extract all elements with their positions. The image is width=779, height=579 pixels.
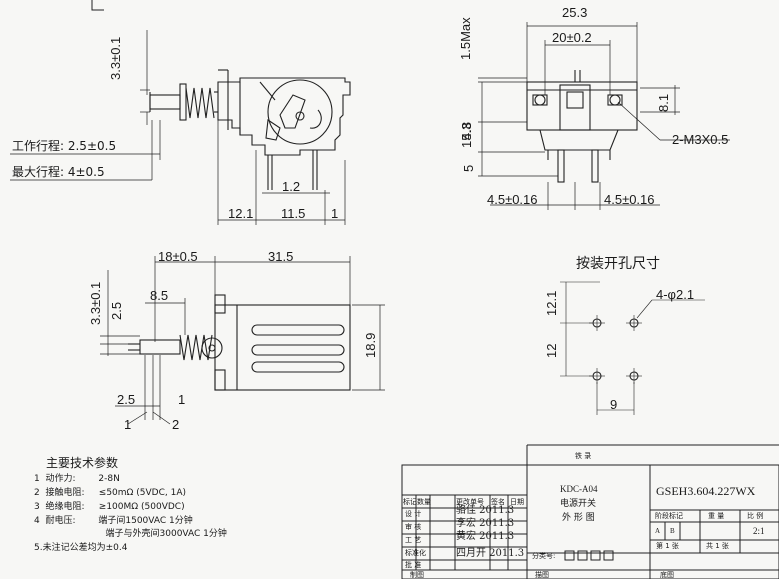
dim-8-1: 8.1	[656, 93, 671, 112]
dim-1-bottom: 1	[178, 392, 186, 407]
dim-12-1: 12.1	[228, 206, 254, 221]
header-qty: 数量	[417, 498, 431, 506]
stage-a: A	[655, 527, 661, 535]
part-no-label: 分类号:	[532, 552, 556, 560]
side-view	[10, 30, 351, 225]
model-number: KDC-A04	[560, 484, 598, 494]
dim-1: 1	[331, 206, 339, 221]
top-view	[100, 256, 385, 425]
header-sign: 签名	[491, 498, 505, 506]
dim-12-holes: 12	[544, 343, 559, 358]
front-view	[478, 22, 730, 210]
header-date: 日期	[510, 498, 524, 506]
dim-31-5: 31.5	[268, 249, 294, 264]
signature-review: 李宏 2011.3	[456, 518, 515, 529]
role-process: 工 艺	[405, 536, 422, 544]
dim-25-3: 25.3	[562, 5, 588, 20]
role-review: 审 核	[405, 523, 422, 531]
copy-label: 制图	[410, 571, 424, 579]
spec-line: 1 动作力: 2-8N	[34, 474, 120, 484]
specs-title: 主要技术参数	[46, 456, 119, 470]
scale-value: 2:1	[753, 526, 765, 536]
ledger-label: 铁 录	[575, 452, 592, 460]
dim-12-1-holes: 12.1	[544, 290, 559, 316]
signature-approve: 四月开 2011.3	[456, 548, 525, 559]
draw-label: 描图	[535, 571, 549, 579]
header-change: 更改单号	[456, 498, 484, 506]
spec-line: 4 耐电压: 端子间1500VAC 1分钟	[34, 516, 193, 526]
spec-line: 3 绝缘电阻: ≥100MΩ (500VDC)	[34, 502, 185, 512]
spec-line: 5.未注记公差均为±0.4	[34, 543, 128, 553]
drawing-name-line2: 外 形 图	[562, 513, 595, 523]
dim-4-5-right: 4.5±0.16	[604, 192, 655, 207]
max-stroke-label: 最大行程: 4±0.5	[12, 165, 105, 179]
hole-pattern-title: 按装开孔尺寸	[576, 256, 660, 272]
dim-2-5-horizontal: 2.5	[117, 392, 136, 407]
spec-line: 端子与外壳间3000VAC 1分钟	[34, 529, 227, 539]
dim-3-3-top: 3.3±0.1	[108, 36, 123, 80]
dim-m3: 2-M3X0.5	[672, 132, 729, 147]
drawing-number: GSEH3.604.227WX	[656, 484, 756, 498]
dim-2-5-vertical: 2.5	[109, 301, 124, 320]
spec-line: 2 接触电阻: ≤50mΩ (5VDC, 1A)	[34, 488, 187, 498]
dim-18-9: 18.9	[363, 332, 378, 358]
role-standard: 标准化	[405, 549, 426, 557]
dim-11-5: 11.5	[281, 206, 306, 221]
pin-2-label: 2	[172, 417, 180, 432]
signature-process: 黄宏 2011.3	[456, 531, 515, 542]
dim-9-holes: 9	[610, 397, 618, 412]
dim-1-5max: 1.5Max	[458, 17, 473, 60]
dim-3-3-mid: 3.3±0.1	[88, 281, 103, 325]
dim-5: 5	[461, 164, 476, 172]
dim-1-2: 1.2	[282, 179, 301, 194]
signature-design: 骆佳 2011.3	[456, 505, 515, 516]
working-stroke-label: 工作行程: 2.5±0.5	[12, 139, 117, 153]
role-design: 设 计	[405, 510, 422, 518]
sheet-label: 第 1 张	[656, 542, 679, 550]
check-label: 底图	[660, 571, 674, 579]
dim-4-5-left: 4.5±0.16	[487, 192, 538, 207]
dim-18: 18±0.5	[158, 249, 198, 264]
title-block-grid	[401, 444, 779, 579]
dim-4-8: 4.8	[459, 121, 474, 140]
role-approve: 批 准	[405, 561, 422, 569]
mounting-holes	[560, 281, 705, 415]
dim-20: 20±0.2	[552, 30, 592, 45]
hole-diameter: 4-φ2.1	[656, 287, 695, 302]
stage-header: 阶段标记	[655, 512, 683, 520]
stage-b: B	[670, 527, 675, 535]
pin-1-label: 1	[124, 417, 132, 432]
dim-8-5: 8.5	[150, 288, 169, 303]
header-mark: 标记	[403, 498, 417, 506]
drawing-name-line1: 电源开关	[560, 499, 597, 509]
weight-header: 重 量	[708, 512, 725, 520]
total-label: 共 1 张	[706, 542, 729, 550]
scale-header: 比 例	[747, 512, 764, 520]
